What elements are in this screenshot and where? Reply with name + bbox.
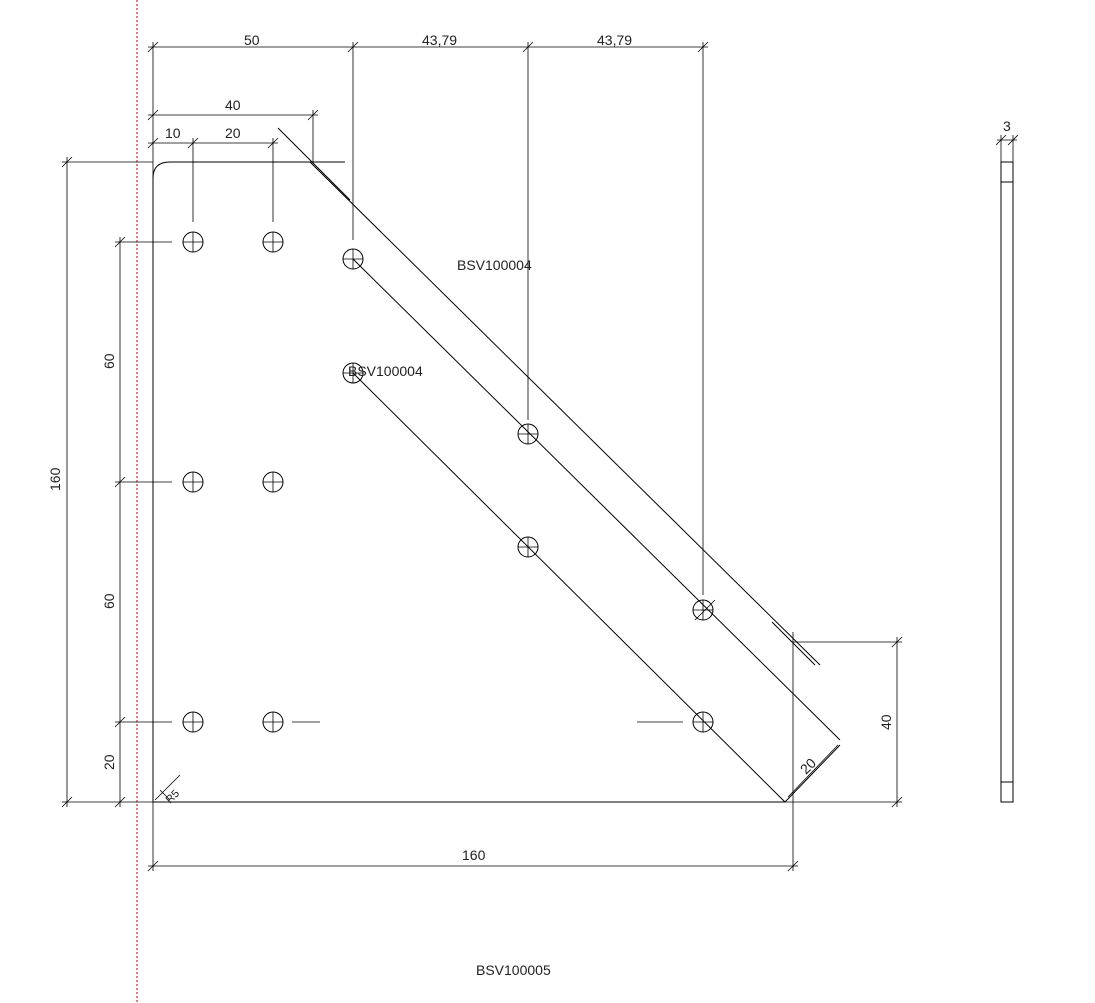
bottom-dimensions [147,632,799,872]
dim-top-40: 40 [225,97,241,113]
dim-left-60-a: 60 [101,353,117,369]
hole [262,231,284,253]
dim-right-40: 40 [878,714,894,730]
right-dimensions [785,636,903,808]
hole [517,536,539,558]
top-dimensions [147,41,709,595]
hole [342,248,364,270]
dim-left-60-b: 60 [101,593,117,609]
dim-top-43-79-b: 43,79 [597,32,632,48]
diagonal-strips [277,127,841,803]
dim-top-10: 10 [165,125,181,141]
hole [182,711,204,733]
dim-radius-r5: R5 [164,788,182,806]
hole [692,599,714,621]
left-dimensions [61,156,683,808]
hole [262,471,284,493]
dim-bottom-160: 160 [462,847,486,863]
holes [182,231,714,733]
hole [342,362,364,384]
dim-top-43-79-a: 43,79 [422,32,457,48]
radius-markers [154,599,716,801]
hole [182,471,204,493]
part-label-upper: BSV100004 [457,257,532,273]
side-view [995,134,1019,803]
hole [182,231,204,253]
dim-top-50: 50 [244,32,260,48]
hole [692,711,714,733]
part-label-main: BSV100005 [476,962,551,978]
dim-top-20: 20 [225,125,241,141]
plate-outline [152,161,821,803]
dim-left-160: 160 [47,467,63,491]
dim-thickness-3: 3 [1003,118,1011,134]
hole [517,423,539,445]
part-label-lower: BSV100004 [348,363,423,379]
dim-left-20: 20 [101,754,117,770]
hole [262,711,284,733]
dim-diag-20: 20 [797,755,819,777]
